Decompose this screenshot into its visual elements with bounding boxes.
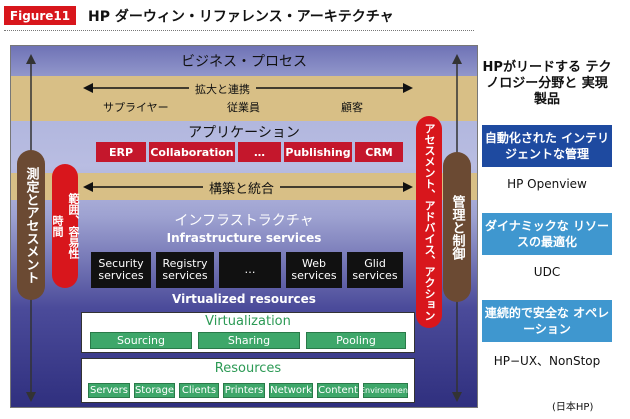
res-environment: Environment: [360, 383, 411, 398]
suppliers-label: サプライヤー: [103, 101, 169, 114]
architecture-diagram: ビジネス・プロセス 拡大と連携 サプライヤー 従業員 顧客 アプリケーション E…: [10, 45, 478, 408]
udc-label: UDC: [533, 265, 561, 279]
infra-registry-line1: Registry: [162, 257, 208, 270]
infra-security-line2: services: [98, 269, 144, 282]
business-process-title: ビジネス・プロセス: [181, 54, 307, 70]
infra-web: Web services: [286, 252, 342, 288]
app-collaboration: Collaboration: [149, 142, 235, 162]
hpux-label: HP−UX、NonStop: [493, 354, 601, 368]
time-scope-pill: 時間 範囲、容易性: [51, 164, 80, 288]
infra-registry-line2: services: [162, 269, 208, 282]
openview-label: HP Openview: [507, 177, 587, 191]
app-crm: CRM: [355, 142, 403, 162]
res-content: Content: [317, 383, 359, 398]
virt-pooling: Pooling: [306, 332, 406, 349]
time-scope-line2: 範囲、容易性: [67, 193, 80, 259]
infra-more-label: …: [244, 263, 256, 276]
infrastructure-title: インフラストラクチャ: [174, 213, 314, 229]
figure-badge: Figure11: [4, 6, 76, 25]
res-clients: Clients: [179, 383, 219, 398]
infra-glid-line1: Glid: [364, 257, 386, 270]
virt-sourcing: Sourcing: [90, 332, 192, 349]
customers-label: 顧客: [341, 101, 363, 114]
infra-web-line2: services: [291, 269, 337, 282]
infra-glid: Glid services: [347, 252, 403, 288]
infra-registry: Registry services: [156, 252, 214, 288]
secure-operation-box: 連続的で安全な オペレーション: [482, 300, 612, 342]
figure-title: HP ダーウィン・リファレンス・アーキテクチャ: [88, 9, 394, 25]
res-storage: Storage: [134, 383, 175, 398]
virt-sharing: Sharing: [198, 332, 300, 349]
res-network: Network: [269, 383, 313, 398]
infra-security-line1: Security: [98, 257, 144, 270]
infra-more: …: [219, 252, 281, 288]
res-servers: Servers: [88, 383, 130, 398]
app-publishing: Publishing: [284, 142, 352, 162]
resource-optimization-box: ダイナミックな リソースの最適化: [482, 213, 612, 255]
management-pill: 管理と制御: [443, 152, 471, 302]
infra-web-line1: Web: [302, 257, 326, 270]
automation-box: 自動化された インテリジェントな管理: [482, 125, 612, 167]
applications-title: アプリケーション: [188, 125, 300, 141]
virtualization-panel: Virtualization Sourcing Sharing Pooling: [81, 312, 415, 353]
resources-panel: Resources Servers Storage Clients Printe…: [81, 358, 415, 403]
res-printers: Printers: [223, 383, 265, 398]
sidebar-heading: HPがリードする テクノロジー分野と 実現製品: [482, 60, 612, 107]
expansion-label: 拡大と連携: [189, 81, 256, 97]
virtualization-title: Virtualization: [205, 314, 291, 329]
app-erp: ERP: [96, 142, 146, 162]
resources-title: Resources: [214, 361, 282, 376]
measurement-label: 測定とアセスメント: [23, 166, 39, 284]
assessment-advice-label: アセスメント、アドバイス、アクション: [423, 123, 436, 321]
measurement-pill: 測定とアセスメント: [17, 150, 45, 300]
infra-services-title: Infrastructure services: [166, 231, 322, 245]
infra-glid-line2: services: [352, 269, 398, 282]
title-divider: [4, 30, 474, 31]
source-note: (日本HP): [552, 402, 594, 413]
infra-security: Security services: [91, 252, 151, 288]
virtualized-resources-title: Virtualized resources: [172, 292, 316, 306]
employees-label: 従業員: [227, 101, 260, 114]
management-label: 管理と制御: [449, 194, 465, 260]
app-more: …: [238, 142, 281, 162]
time-scope-line1: 時間: [51, 215, 64, 237]
build-label: 構築と統合: [203, 178, 281, 197]
assessment-advice-pill: アセスメント、アドバイス、アクション: [416, 116, 442, 328]
